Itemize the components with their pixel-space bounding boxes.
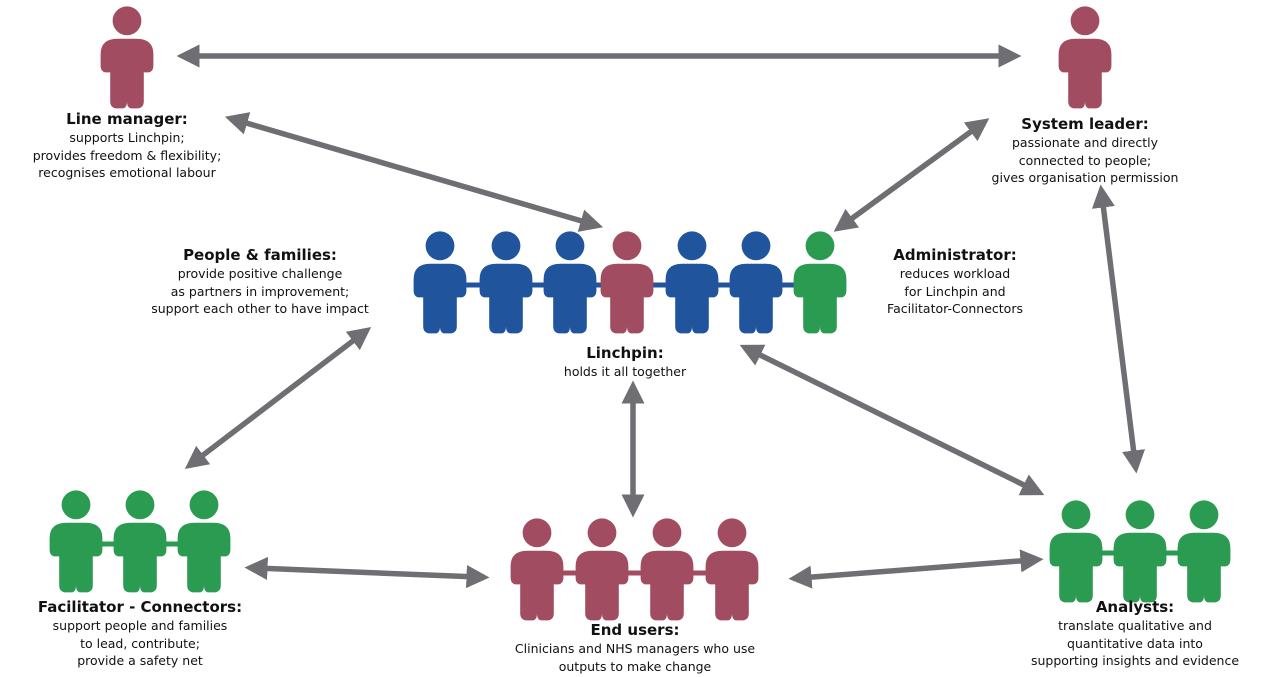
role-description-line: recognises emotional labour <box>38 165 216 180</box>
person-icon <box>1177 500 1231 603</box>
arrow-linemanager-linchpin <box>224 112 604 232</box>
role-description-line: to lead, contribute; <box>80 635 200 651</box>
connector-arrows <box>176 44 1146 589</box>
arrow-endusers-analysts <box>788 549 1044 589</box>
role-description-line: gives organisation permission <box>991 170 1179 185</box>
role-description-line: supports Linchpin; <box>69 130 185 145</box>
person-icon <box>1049 500 1103 603</box>
role-description-line: Clinicians and NHS managers who use <box>514 641 756 656</box>
arrow-facilitators-endusers <box>244 556 490 589</box>
arrow-systemleader-administrator <box>833 118 990 232</box>
role-description-line: provide positive challenge <box>177 266 343 281</box>
role-title: End users: <box>590 621 680 639</box>
role-title: Line manager: <box>66 110 188 128</box>
line-manager-label: Line manager: supports Linchpin; provide… <box>2 110 252 182</box>
arrow-systemleader-analysts <box>1091 184 1146 474</box>
role-description-line: for Linchpin and <box>904 283 1006 299</box>
person-icon <box>479 231 533 334</box>
role-description-line: supporting insights and evidence <box>1030 653 1240 668</box>
role-description-line: connected to people; <box>1018 152 1152 168</box>
end-users-figures <box>510 518 759 621</box>
administrator-label: Administrator: reduces workload for Linc… <box>855 246 1055 318</box>
role-title: System leader: <box>1021 115 1149 133</box>
role-title: Administrator: <box>893 246 1017 264</box>
role-description-line: as partners in improvement; <box>170 283 350 299</box>
person-icon <box>665 231 719 334</box>
person-icon <box>793 231 847 334</box>
analysts-label: Analysts: translate qualitative and quan… <box>1006 598 1264 670</box>
linchpin-team-figures <box>413 231 847 334</box>
role-description-line: Facilitator-Connectors <box>887 301 1023 316</box>
facilitator-connectors-figures <box>49 490 231 593</box>
person-icon <box>177 490 231 593</box>
role-description-line: provides freedom & flexibility; <box>32 147 222 163</box>
arrow-linchpin-analysts <box>739 344 1045 496</box>
role-title: People & families: <box>183 246 337 264</box>
linchpin-label: Linchpin: holds it all together <box>530 344 720 381</box>
line-manager-figure <box>100 6 154 109</box>
person-icon <box>1113 500 1167 603</box>
role-title: Analysts: <box>1095 598 1175 616</box>
role-description-line: passionate and directly <box>1012 135 1158 150</box>
person-icon <box>510 518 564 621</box>
person-icon <box>600 231 654 334</box>
person-icon <box>113 490 167 593</box>
role-description-line: provide a safety net <box>77 653 203 668</box>
role-description-line: support people and families <box>52 618 228 633</box>
system-leader-figure <box>1058 6 1112 109</box>
role-title: Facilitator - Connectors: <box>37 598 243 616</box>
person-icon <box>49 490 103 593</box>
end-users-label: End users: Clinicians and NHS managers w… <box>475 621 795 675</box>
person-icon <box>705 518 759 621</box>
person-icon <box>575 518 629 621</box>
role-description-line: translate qualitative and <box>1058 618 1212 633</box>
arrow-families-facilitators <box>184 327 372 469</box>
person-icon <box>729 231 783 334</box>
person-icon <box>543 231 597 334</box>
role-description-line: reduces workload <box>899 266 1011 281</box>
facilitator-connectors-label: Facilitator - Connectors: support people… <box>10 598 270 670</box>
role-description-line: support each other to have impact <box>151 301 369 316</box>
role-description-line: quantitative data into <box>1067 635 1203 651</box>
system-leader-label: System leader: passionate and directly c… <box>960 115 1210 187</box>
role-description-line: outputs to make change <box>558 658 712 674</box>
person-icon <box>640 518 694 621</box>
analysts-figures <box>1049 500 1231 603</box>
role-title: Linchpin: <box>586 344 664 362</box>
role-description-line: holds it all together <box>563 364 687 379</box>
people-families-label: People & families: provide positive chal… <box>115 246 405 318</box>
person-icon <box>413 231 467 334</box>
person-icon <box>1058 6 1112 109</box>
person-icon <box>100 6 154 109</box>
